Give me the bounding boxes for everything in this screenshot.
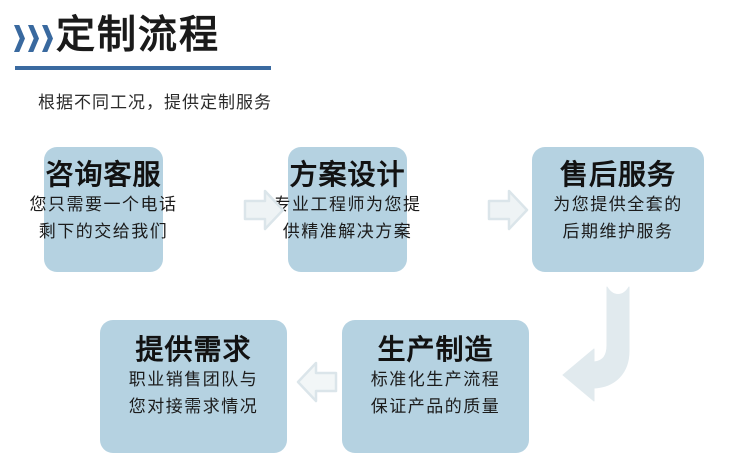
page-title: 定制流程: [56, 13, 221, 58]
arrow-right-icon: [487, 188, 529, 232]
title-underline: [15, 66, 271, 70]
step-line: 标准化生产流程: [370, 370, 501, 390]
step-line: 供精准解决方案: [282, 222, 413, 242]
step-line: 保证产品的质量: [370, 397, 501, 417]
step-line: 专业工程师为您提: [273, 195, 422, 215]
step-line: 剩下的交给我们: [38, 222, 169, 242]
flow-step-design[interactable]: 方案设计 专业工程师为您提 供精准解决方案: [274, 147, 420, 272]
flow-step-consult[interactable]: 咨询客服 您只需要一个电话 剩下的交给我们: [30, 147, 176, 272]
arrow-bent-down-left-icon: [560, 281, 656, 405]
flow-step-requirements[interactable]: 提供需求 职业销售团队与 您对接需求情况: [100, 320, 287, 453]
step-line: 职业销售团队与: [128, 370, 259, 390]
page-subtitle: 根据不同工况，提供定制服务: [38, 93, 272, 113]
flow-step-manufacturing[interactable]: 生产制造 标准化生产流程 保证产品的质量: [342, 320, 529, 453]
step-line: 为您提供全套的: [553, 195, 683, 215]
step-title: 方案设计: [289, 158, 406, 191]
flow-step-aftersales[interactable]: 售后服务 为您提供全套的 后期维护服务: [532, 147, 704, 272]
triple-chevron-right-icon: [14, 22, 66, 56]
step-title: 提供需求: [135, 333, 252, 366]
step-title: 生产制造: [377, 333, 494, 366]
step-line: 您对接需求情况: [128, 397, 259, 417]
arrow-left-icon: [296, 360, 338, 404]
step-line: 您只需要一个电话: [29, 195, 178, 215]
step-title: 咨询客服: [45, 158, 162, 191]
header: 定制流程 根据不同工况，提供定制服务: [0, 0, 750, 113]
step-title: 售后服务: [559, 158, 676, 191]
arrow-right-icon: [243, 188, 285, 232]
step-line: 后期维护服务: [562, 222, 674, 242]
